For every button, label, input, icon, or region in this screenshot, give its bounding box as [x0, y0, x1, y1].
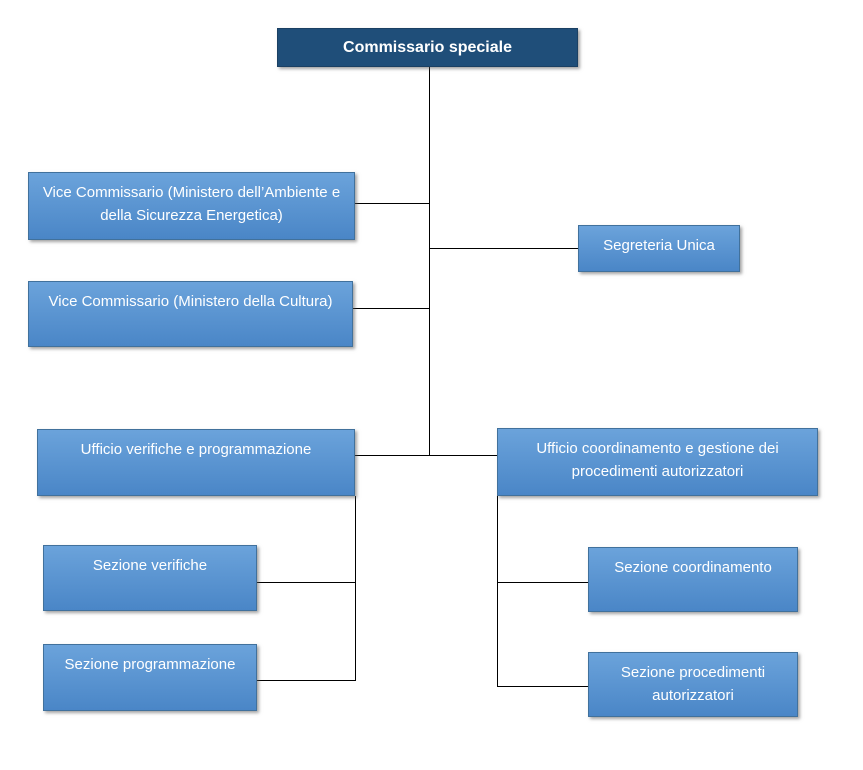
connector-ufficio-verifiche-drop: [355, 496, 356, 681]
org-node-vice-commissario-cultura: Vice Commissario (Ministero della Cultur…: [28, 281, 353, 347]
connector-segreteria: [430, 248, 578, 249]
org-node-ufficio-coordinamento: Ufficio coordinamento e gestione dei pro…: [497, 428, 818, 496]
org-node-sezione-coordinamento: Sezione coordinamento: [588, 547, 798, 612]
connector-vice-cultura: [353, 308, 430, 309]
org-node-sezione-programmazione: Sezione programmazione: [43, 644, 257, 711]
connector-sezione-coordinamento: [497, 582, 588, 583]
connector-vice-ambiente: [355, 203, 430, 204]
connector-sezione-procedimenti: [497, 686, 588, 687]
org-node-segreteria-unica: Segreteria Unica: [578, 225, 740, 272]
org-node-sezione-verifiche: Sezione verifiche: [43, 545, 257, 611]
org-node-commissario-speciale: Commissario speciale: [277, 28, 578, 67]
connector-root-trunk: [429, 67, 430, 456]
org-node-vice-commissario-ambiente: Vice Commissario (Ministero dell’Ambient…: [28, 172, 355, 240]
connector-sezione-verifiche: [257, 582, 355, 583]
connector-sezione-programmazione: [257, 680, 355, 681]
org-node-ufficio-verifiche: Ufficio verifiche e programmazione: [37, 429, 355, 496]
org-node-sezione-procedimenti: Sezione procedimenti autorizzatori: [588, 652, 798, 717]
connector-uffici: [355, 455, 498, 456]
connector-ufficio-coordinamento-drop: [497, 496, 498, 687]
